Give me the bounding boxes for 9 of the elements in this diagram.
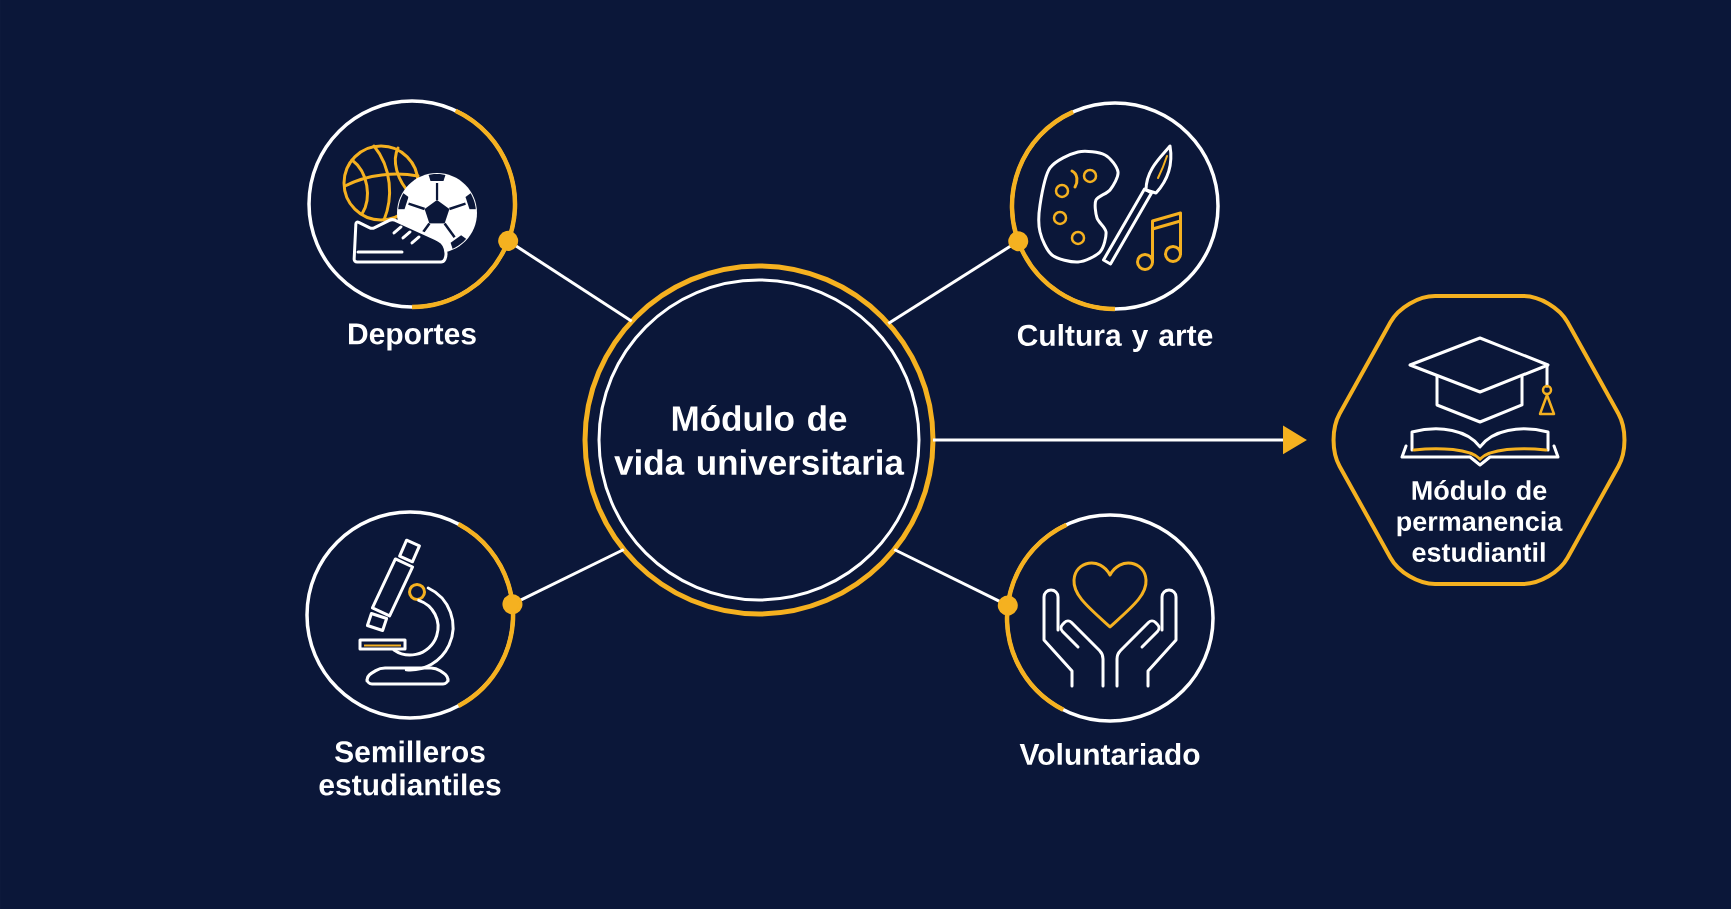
connector-line bbox=[502, 548, 625, 615]
node-label: Voluntariado bbox=[1019, 742, 1200, 765]
hexagon-box: Módulo de permanencia estudiantil bbox=[1331, 294, 1627, 586]
node-label: Semilleros estudiantiles bbox=[319, 740, 501, 796]
node-label: Deportes bbox=[349, 323, 476, 351]
connector-line bbox=[893, 548, 1018, 616]
connector-line bbox=[498, 230, 633, 323]
connector-line bbox=[887, 231, 1029, 325]
node-label: Cultura y arte bbox=[1017, 324, 1213, 352]
